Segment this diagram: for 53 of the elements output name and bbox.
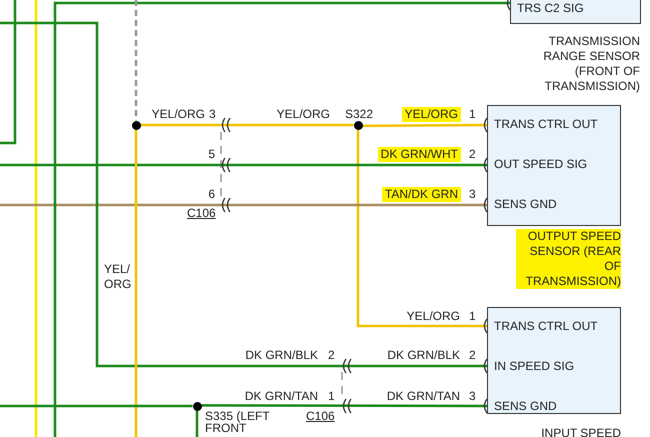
wire-label: DK GRN/WHT xyxy=(378,147,461,162)
wire-label: DK GRN/BLK xyxy=(387,348,460,363)
wire-label: 6 xyxy=(208,187,215,202)
component-name: TRANSMISSION RANGE SENSOR (FRONT OF TRANSMISSION) xyxy=(542,34,640,94)
wire-label: DK GRN/TAN xyxy=(244,389,318,404)
wire-label: 2 xyxy=(469,348,476,363)
wire xyxy=(134,130,138,437)
connector-name: C106 xyxy=(306,409,335,424)
wire-label: 1 xyxy=(469,309,476,324)
splice-name: S322 xyxy=(345,107,374,122)
wire-label: YEL/ORG xyxy=(406,309,460,324)
wire-label: DK GRN/BLK xyxy=(245,348,318,363)
pin-name: TRANS CTRL OUT xyxy=(494,319,598,334)
wire xyxy=(0,22,487,368)
connector-name: C106 xyxy=(187,206,216,221)
wire xyxy=(356,130,487,328)
wire-label: DK GRN/TAN xyxy=(386,389,460,404)
wire-label: YEL/ORG xyxy=(276,107,330,122)
pin-name: SENS GND xyxy=(494,399,557,414)
wire-label: YEL/ORG xyxy=(402,107,461,122)
pin-name: OUT SPEED SIG xyxy=(494,157,588,172)
wire-label: YEL/ORG xyxy=(152,107,205,122)
wire-label: 3 xyxy=(469,389,476,404)
pin-name: TRANS CTRL OUT xyxy=(494,117,598,132)
component-box xyxy=(487,307,621,414)
wire xyxy=(140,124,354,126)
wire-label: 2 xyxy=(328,348,335,363)
wire-label: TAN/DK GRN xyxy=(382,187,461,202)
wire xyxy=(362,124,487,128)
wire-label: YEL/ ORG xyxy=(104,262,132,292)
wire-label: 5 xyxy=(208,147,215,162)
component-name: INPUT SPEED xyxy=(540,426,621,437)
wire xyxy=(134,0,138,120)
wire xyxy=(0,164,487,166)
wire-label: 2 xyxy=(469,147,476,162)
wire xyxy=(0,204,487,206)
wire-label: 3 xyxy=(209,107,216,122)
component-name: OUTPUT SPEED SENSOR (REAR OF TRANSMISSION) xyxy=(516,229,621,289)
wire xyxy=(201,404,487,408)
wire-label: 3 xyxy=(469,187,476,202)
pin-name: TRS C2 SIG xyxy=(517,1,584,16)
pin-name: IN SPEED SIG xyxy=(494,359,574,374)
wire xyxy=(0,404,192,408)
pin-name: SENS GND xyxy=(494,197,557,212)
splice-dot xyxy=(192,402,202,410)
wire-label: 1 xyxy=(328,389,335,404)
splice-dot xyxy=(132,120,140,130)
wire xyxy=(196,410,198,437)
component-box xyxy=(487,105,621,226)
splice-dot xyxy=(354,120,362,130)
splice-name: S335 (LEFT FRONT xyxy=(205,410,270,434)
wire-label: 1 xyxy=(469,107,476,122)
wire xyxy=(54,2,510,437)
